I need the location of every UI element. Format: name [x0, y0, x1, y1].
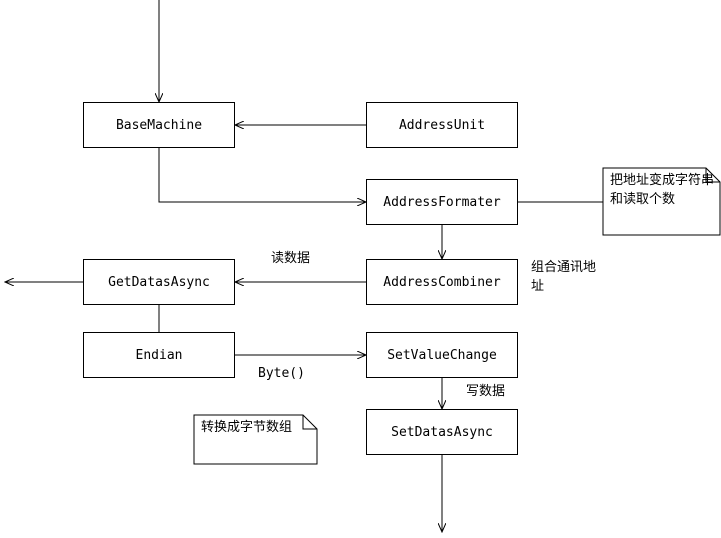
edge-label-read-data: 读数据 — [271, 251, 311, 266]
note-shape — [602, 167, 721, 236]
edge-label-write-data: 写数据 — [466, 384, 506, 399]
node-label: Endian — [135, 347, 183, 363]
node-base-machine[interactable]: BaseMachine — [83, 102, 235, 148]
node-get-datas-async[interactable]: GetDatasAsync — [83, 259, 235, 305]
note-address-string: 把地址变成字符串和读取个数 — [602, 167, 721, 236]
node-address-formater[interactable]: AddressFormater — [366, 179, 518, 225]
note-byte-array: 转换成字节数组 — [193, 414, 318, 465]
node-endian[interactable]: Endian — [83, 332, 235, 378]
note-text: 把地址变成字符串和读取个数 — [610, 173, 715, 207]
node-label: BaseMachine — [115, 117, 203, 133]
edge-label-combine-address: 组合通讯地址 — [531, 260, 597, 294]
edge-label-byte-call: Byte() — [258, 366, 305, 381]
node-label: SetDatasAsync — [391, 424, 493, 440]
note-text: 转换成字节数组 — [201, 420, 293, 435]
node-address-unit[interactable]: AddressUnit — [366, 102, 518, 148]
node-label: AddressFormater — [383, 194, 501, 210]
node-label: SetValueChange — [387, 347, 497, 363]
node-label: GetDatasAsync — [108, 274, 210, 290]
note-shape — [193, 414, 318, 465]
node-set-value-change[interactable]: SetValueChange — [366, 332, 518, 378]
node-address-combiner[interactable]: AddressCombiner — [366, 259, 518, 305]
node-label: AddressUnit — [398, 117, 486, 133]
node-set-datas-async[interactable]: SetDatasAsync — [366, 409, 518, 455]
node-label: AddressCombiner — [383, 274, 501, 290]
